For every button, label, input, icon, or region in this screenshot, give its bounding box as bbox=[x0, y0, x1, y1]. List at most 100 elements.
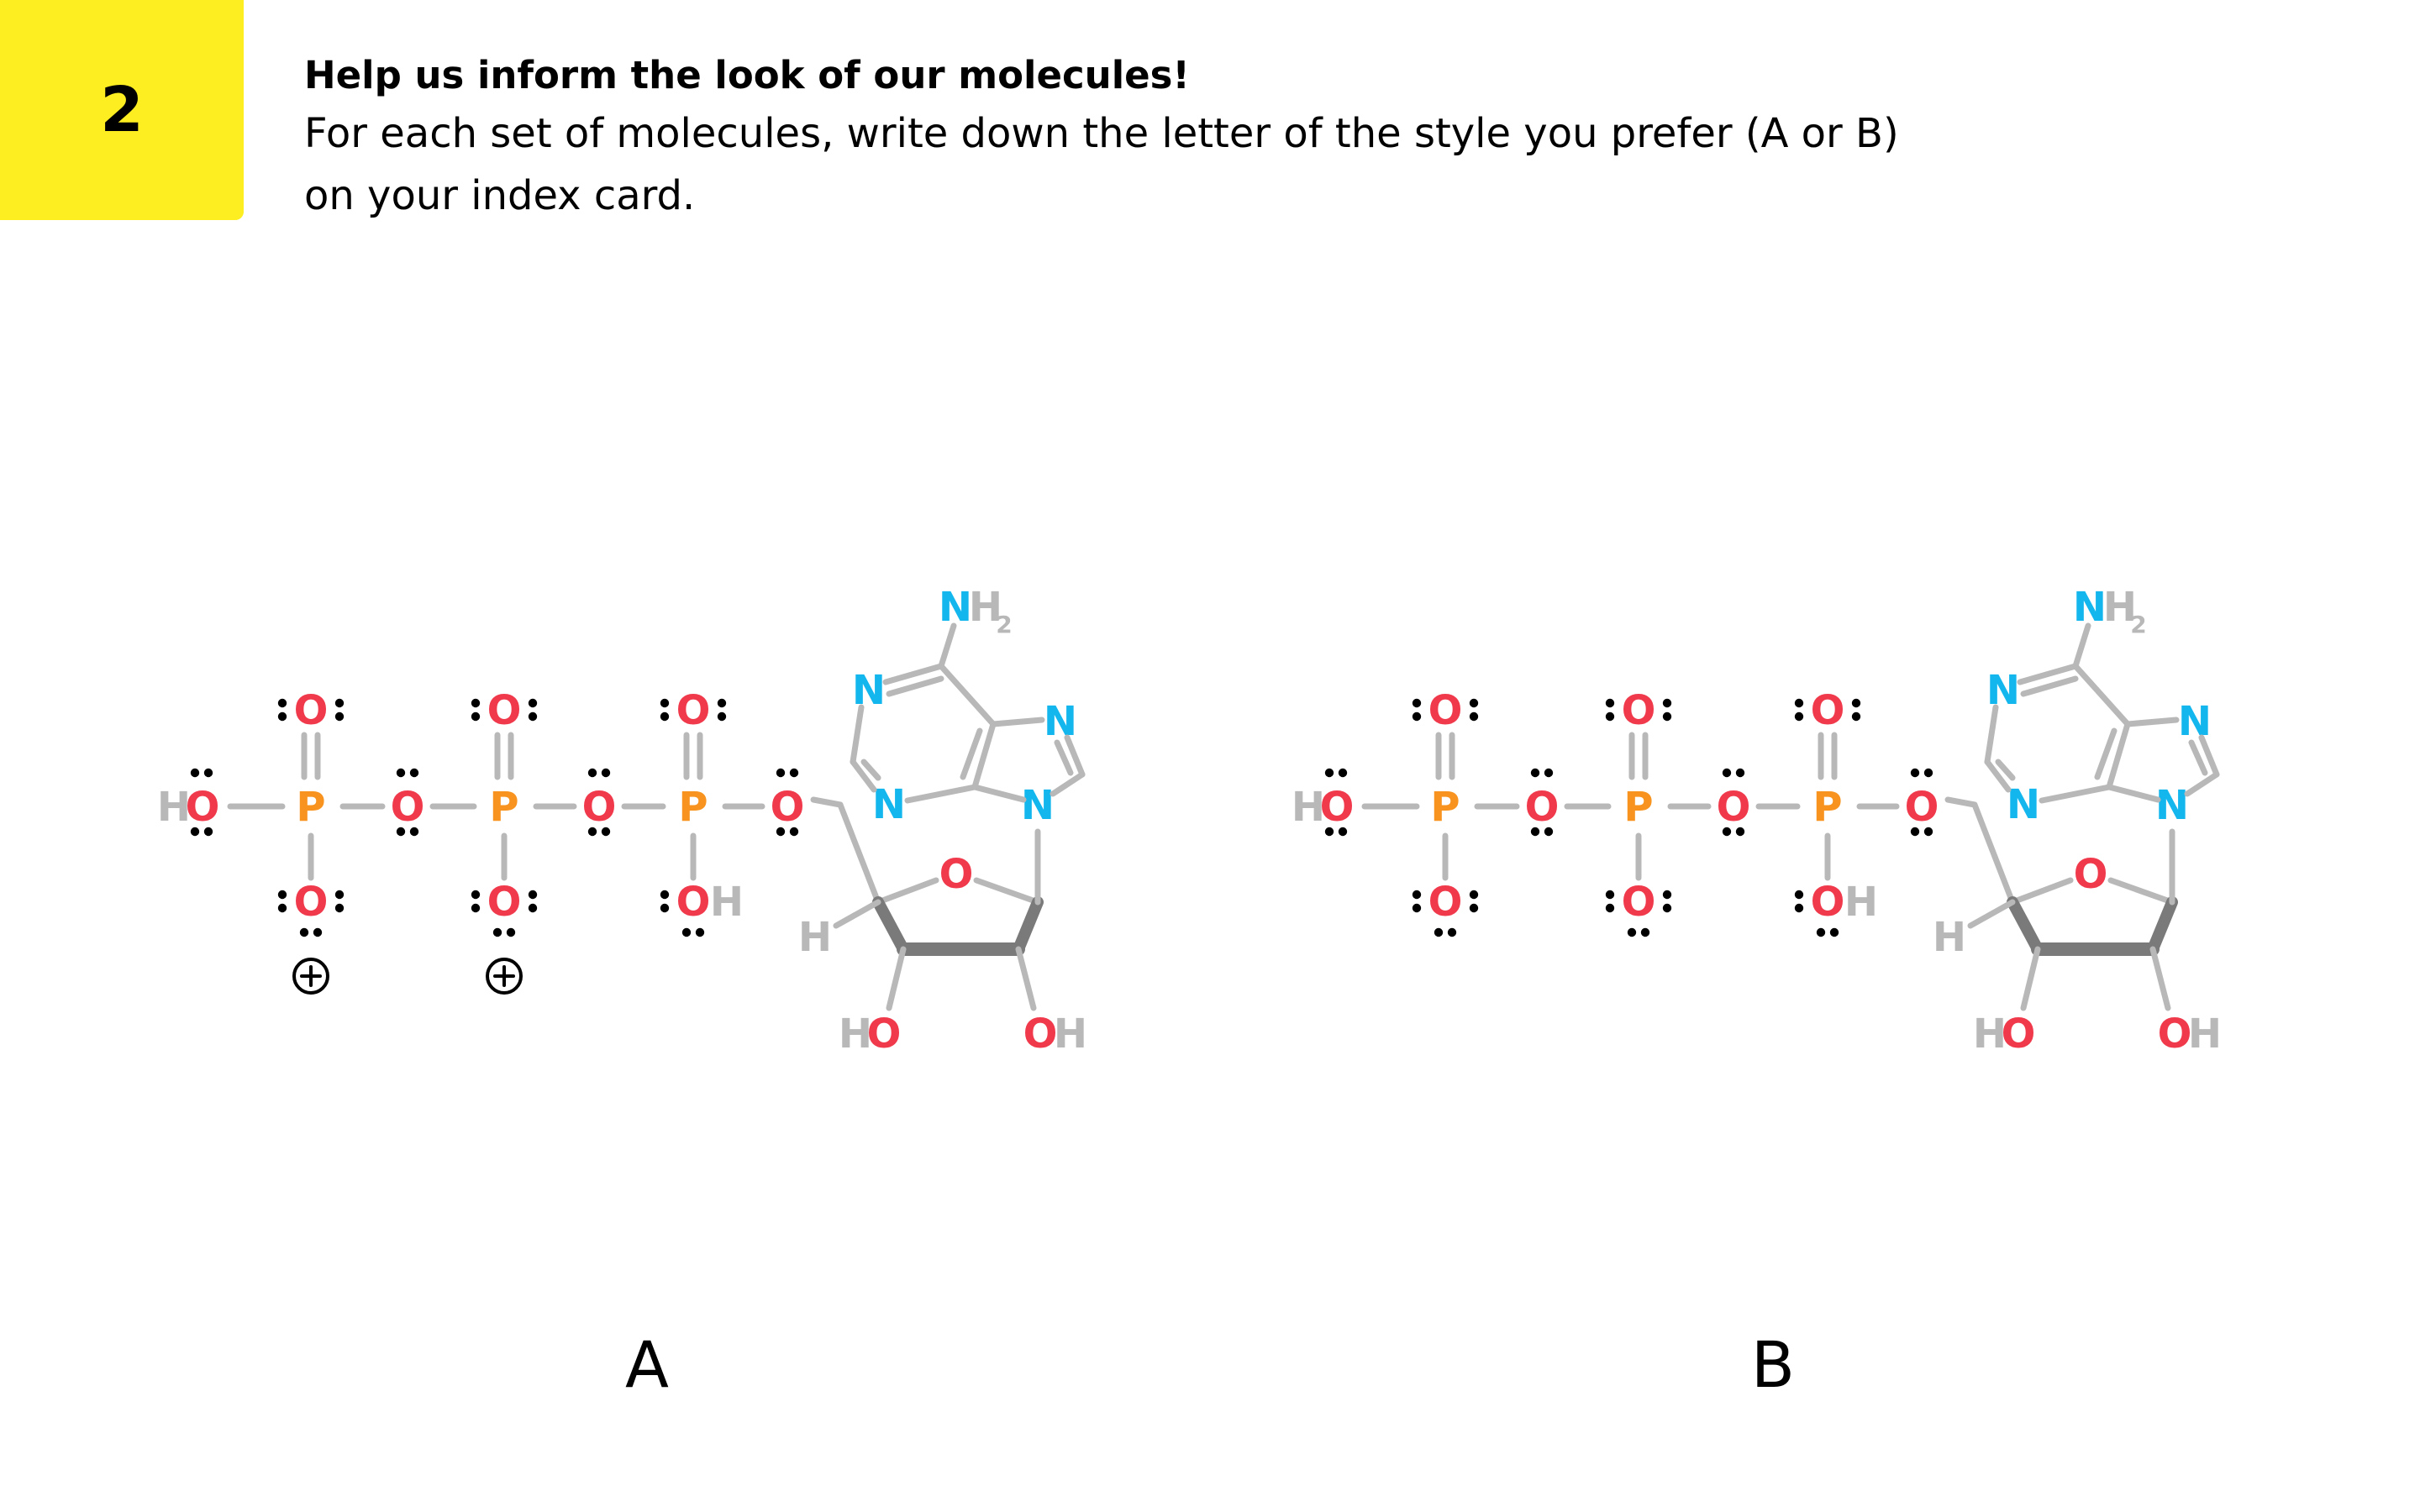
step-badge: 2 bbox=[0, 0, 244, 220]
single-bond bbox=[810, 796, 844, 808]
amine-hydrogen-atom: H bbox=[2103, 584, 2137, 631]
lone-pair-dots bbox=[1530, 768, 1540, 778]
oxygen-atom: O bbox=[676, 687, 711, 734]
lone-pair-dots bbox=[506, 927, 516, 937]
oxygen-atom: O bbox=[1811, 879, 1845, 926]
double-bond bbox=[2094, 727, 2118, 780]
ring-oxygen-atom: O bbox=[2074, 851, 2108, 898]
lone-pair-dots bbox=[203, 768, 213, 778]
single-bond bbox=[1984, 704, 1999, 765]
double-bond bbox=[2198, 734, 2220, 778]
phosphorus-atom: P bbox=[1430, 784, 1460, 831]
lone-pair-dots bbox=[528, 903, 538, 913]
single-bond bbox=[2124, 717, 2180, 727]
double-bond bbox=[850, 759, 877, 793]
lone-pair-dots bbox=[717, 698, 727, 708]
hydrogen-atom: H bbox=[157, 784, 191, 831]
lone-pair-dots bbox=[789, 768, 799, 778]
lone-pair-dots bbox=[1324, 827, 1334, 837]
amine-subscript: 2 bbox=[2130, 611, 2146, 638]
lone-pair-dots bbox=[1923, 827, 1933, 837]
lone-pair-dots bbox=[277, 890, 287, 900]
lone-pair-dots bbox=[1816, 927, 1826, 937]
lone-pair-dots bbox=[1605, 698, 1615, 708]
nitrogen-atom: N bbox=[1044, 698, 1077, 745]
lone-pair-dots bbox=[601, 768, 611, 778]
lone-pair-dots bbox=[1851, 698, 1861, 708]
oxygen-atom: O bbox=[1023, 1011, 1058, 1058]
lone-pair-dots bbox=[1794, 903, 1804, 913]
lone-pair-dots bbox=[1412, 903, 1422, 913]
hydrogen-atom: H bbox=[1844, 879, 1878, 926]
single-bond bbox=[2072, 622, 2091, 669]
oxygen-atom: O bbox=[1811, 687, 1845, 734]
lone-pair-dots bbox=[396, 827, 406, 837]
single-bond bbox=[938, 622, 957, 669]
oxygen-atom: O bbox=[2002, 1011, 2036, 1058]
oxygen-atom: O bbox=[867, 1011, 902, 1058]
lone-pair-dots bbox=[1544, 827, 1554, 837]
lone-pair-dots bbox=[471, 890, 481, 900]
oxygen-atom: O bbox=[487, 879, 522, 926]
single-bond bbox=[2009, 877, 2074, 906]
lone-pair-dots bbox=[299, 927, 309, 937]
double-bond bbox=[2188, 739, 2208, 776]
option-label-b: B bbox=[1750, 1327, 1796, 1402]
single-bond bbox=[990, 717, 1045, 727]
instructions-line-1: For each set of molecules, write down th… bbox=[304, 110, 1899, 157]
lone-pair-dots bbox=[1412, 890, 1422, 900]
lone-pair-dots bbox=[601, 827, 611, 837]
oxygen-atom: O bbox=[771, 784, 805, 831]
nitrogen-atom: N bbox=[2155, 782, 2189, 829]
lone-pair-dots bbox=[1605, 903, 1615, 913]
nitrogen-atom: N bbox=[1986, 667, 2020, 714]
oxygen-atom: O bbox=[1717, 784, 1751, 831]
oxygen-atom: O bbox=[1320, 784, 1355, 831]
oxygen-atom: O bbox=[2158, 1011, 2192, 1058]
single-bond bbox=[971, 784, 1027, 803]
double-bond bbox=[1984, 759, 2012, 793]
hydrogen-atom: H bbox=[2188, 1011, 2222, 1058]
lone-pair-dots bbox=[1735, 768, 1745, 778]
lone-pair-dots bbox=[1735, 827, 1745, 837]
single-bond bbox=[886, 946, 907, 1011]
lone-pair-dots bbox=[1469, 698, 1479, 708]
lone-pair-dots bbox=[1923, 768, 1933, 778]
oxygen-atom: O bbox=[391, 784, 425, 831]
amine-nitrogen-atom: N bbox=[939, 584, 972, 631]
lone-pair-dots bbox=[409, 827, 419, 837]
lone-pair-dots bbox=[334, 903, 345, 913]
instructions-heading: Help us inform the look of our molecules… bbox=[304, 53, 1190, 97]
lone-pair-dots bbox=[1530, 827, 1540, 837]
single-bond bbox=[938, 663, 997, 727]
lone-pair-dots bbox=[190, 827, 200, 837]
hydrogen-atom: H bbox=[710, 879, 744, 926]
single-bond bbox=[2149, 946, 2171, 1011]
oxygen-atom: O bbox=[1525, 784, 1560, 831]
lone-pair-dots bbox=[1434, 927, 1444, 937]
lone-pair-dots bbox=[1910, 827, 1920, 837]
lone-pair-dots bbox=[1627, 927, 1637, 937]
lone-pair-dots bbox=[334, 698, 345, 708]
hydrogen-atom: H bbox=[1292, 784, 1325, 831]
lone-pair-dots bbox=[789, 827, 799, 837]
lone-pair-dots bbox=[190, 768, 200, 778]
oxygen-atom: O bbox=[487, 687, 522, 734]
lone-pair-dots bbox=[695, 927, 705, 937]
lone-pair-dots bbox=[1412, 698, 1422, 708]
nitrogen-atom: N bbox=[872, 781, 906, 828]
lone-pair-dots bbox=[471, 711, 481, 722]
oxygen-atom: O bbox=[582, 784, 617, 831]
nitrogen-atom: N bbox=[2007, 781, 2040, 828]
lone-pair-dots bbox=[409, 768, 419, 778]
wedge-bond bbox=[2147, 896, 2178, 955]
single-bond bbox=[2072, 663, 2131, 727]
single-bond bbox=[1967, 899, 2016, 929]
lone-pair-dots bbox=[1640, 927, 1650, 937]
lone-pair-dots bbox=[717, 711, 727, 722]
option-label-a: A bbox=[625, 1327, 669, 1402]
